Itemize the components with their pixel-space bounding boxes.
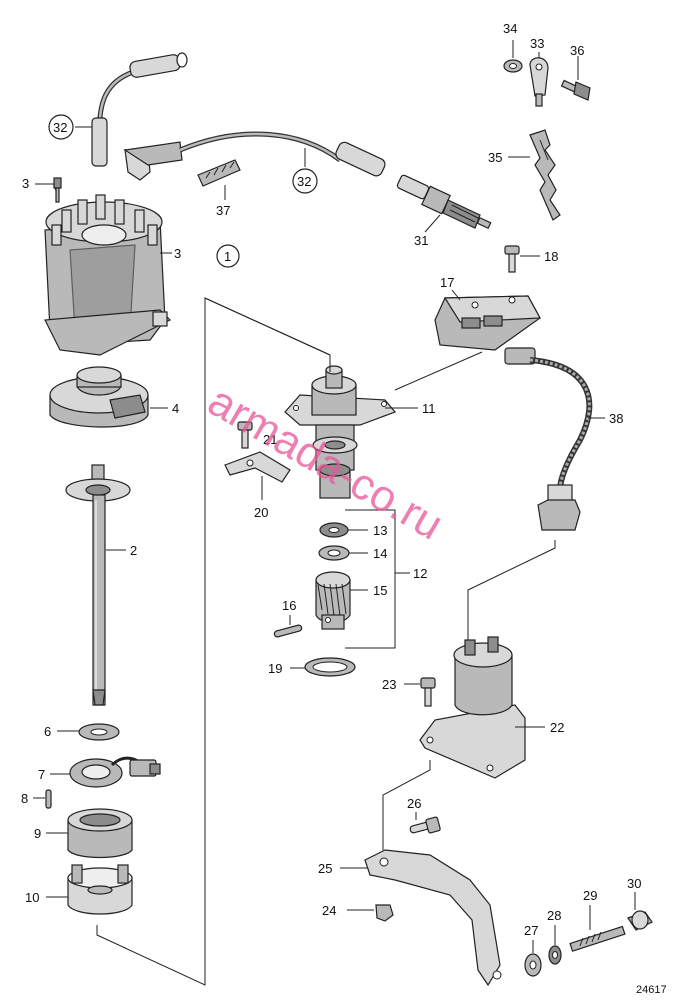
label-37: 37 [216, 203, 230, 218]
bolt-23 [420, 677, 436, 707]
bolt-36 [560, 79, 591, 101]
spark-plug-31 [396, 174, 492, 230]
label-38: 38 [609, 411, 623, 426]
ignition-coil-22 [419, 636, 526, 779]
rotor-4 [49, 366, 149, 428]
washer-28 [548, 945, 562, 965]
label-26: 26 [407, 796, 421, 811]
label-7: 7 [38, 767, 45, 782]
bolt-29 [569, 925, 626, 952]
sleeve-9 [67, 808, 133, 859]
distributor-cap-3 [44, 177, 172, 356]
label-35: 35 [488, 150, 502, 165]
diagram-id: 24617 [636, 984, 667, 996]
label-20: 20 [254, 505, 268, 520]
label-27: 27 [524, 923, 538, 938]
washer-6 [78, 723, 120, 741]
label-3-cap: 3 [174, 246, 181, 261]
label-29: 29 [583, 888, 597, 903]
pin-16 [273, 624, 303, 638]
label-25: 25 [318, 861, 332, 876]
label-24: 24 [322, 903, 336, 918]
washer-34 [503, 59, 523, 73]
label-1: 1 [224, 249, 231, 264]
bracket-12-line [345, 509, 396, 649]
label-19: 19 [268, 661, 282, 676]
bolt-18 [504, 245, 520, 273]
label-4: 4 [172, 401, 179, 416]
spark-plug-wire-32-middle [123, 131, 386, 181]
label-32-middle-circle: 32 [292, 168, 318, 194]
label-8: 8 [21, 791, 28, 806]
label-33: 33 [530, 36, 544, 51]
label-23: 23 [382, 677, 396, 692]
wire-clip-37 [197, 159, 241, 187]
spark-plug-wire-32-left [91, 52, 188, 167]
label-18: 18 [544, 249, 558, 264]
o-ring-19 [304, 657, 356, 677]
label-32-left-circle: 32 [48, 114, 74, 140]
label-36: 36 [570, 43, 584, 58]
bracket-35 [529, 129, 561, 221]
label-10: 10 [25, 890, 39, 905]
label-22: 22 [550, 720, 564, 735]
label-34: 34 [503, 21, 517, 36]
label-21: 21 [263, 432, 277, 447]
bolt-26 [409, 816, 441, 834]
label-28: 28 [547, 908, 561, 923]
ignition-module-17 [434, 295, 541, 351]
wiring-harness-38 [504, 347, 593, 531]
label-9: 9 [34, 826, 41, 841]
pin-8 [45, 789, 52, 809]
label-15: 15 [373, 583, 387, 598]
lock-ring-13 [319, 522, 349, 538]
bracket-25 [364, 849, 502, 987]
washer-14 [318, 545, 350, 561]
gear-15 [315, 571, 351, 630]
label-6: 6 [44, 724, 51, 739]
label-13: 13 [373, 523, 387, 538]
callout-labels: 34 33 36 35 32 32 3 3 37 31 1 18 17 4 11… [21, 21, 667, 996]
distributor-shaft-2 [65, 464, 131, 706]
label-17: 17 [440, 275, 454, 290]
label-32-left: 32 [53, 120, 67, 135]
base-plate-11 [284, 365, 397, 499]
pickup-coil-7 [69, 756, 161, 788]
nut-24 [375, 904, 394, 922]
label-2: 2 [130, 543, 137, 558]
label-12: 12 [413, 566, 427, 581]
callout-circle-1 [216, 244, 240, 268]
terminal-33 [529, 57, 549, 107]
housing-10 [67, 864, 133, 915]
label-32-middle: 32 [297, 174, 311, 189]
label-11: 11 [422, 401, 436, 416]
label-14: 14 [373, 546, 387, 561]
label-3-screw: 3 [22, 176, 29, 191]
nut-30 [627, 910, 653, 931]
label-31: 31 [414, 233, 428, 248]
label-16: 16 [282, 598, 296, 613]
washer-27 [524, 953, 542, 977]
label-30: 30 [627, 876, 641, 891]
assembly-bracket-top-line [204, 297, 331, 356]
plate-20 [224, 451, 291, 483]
bolt-21 [237, 421, 253, 449]
